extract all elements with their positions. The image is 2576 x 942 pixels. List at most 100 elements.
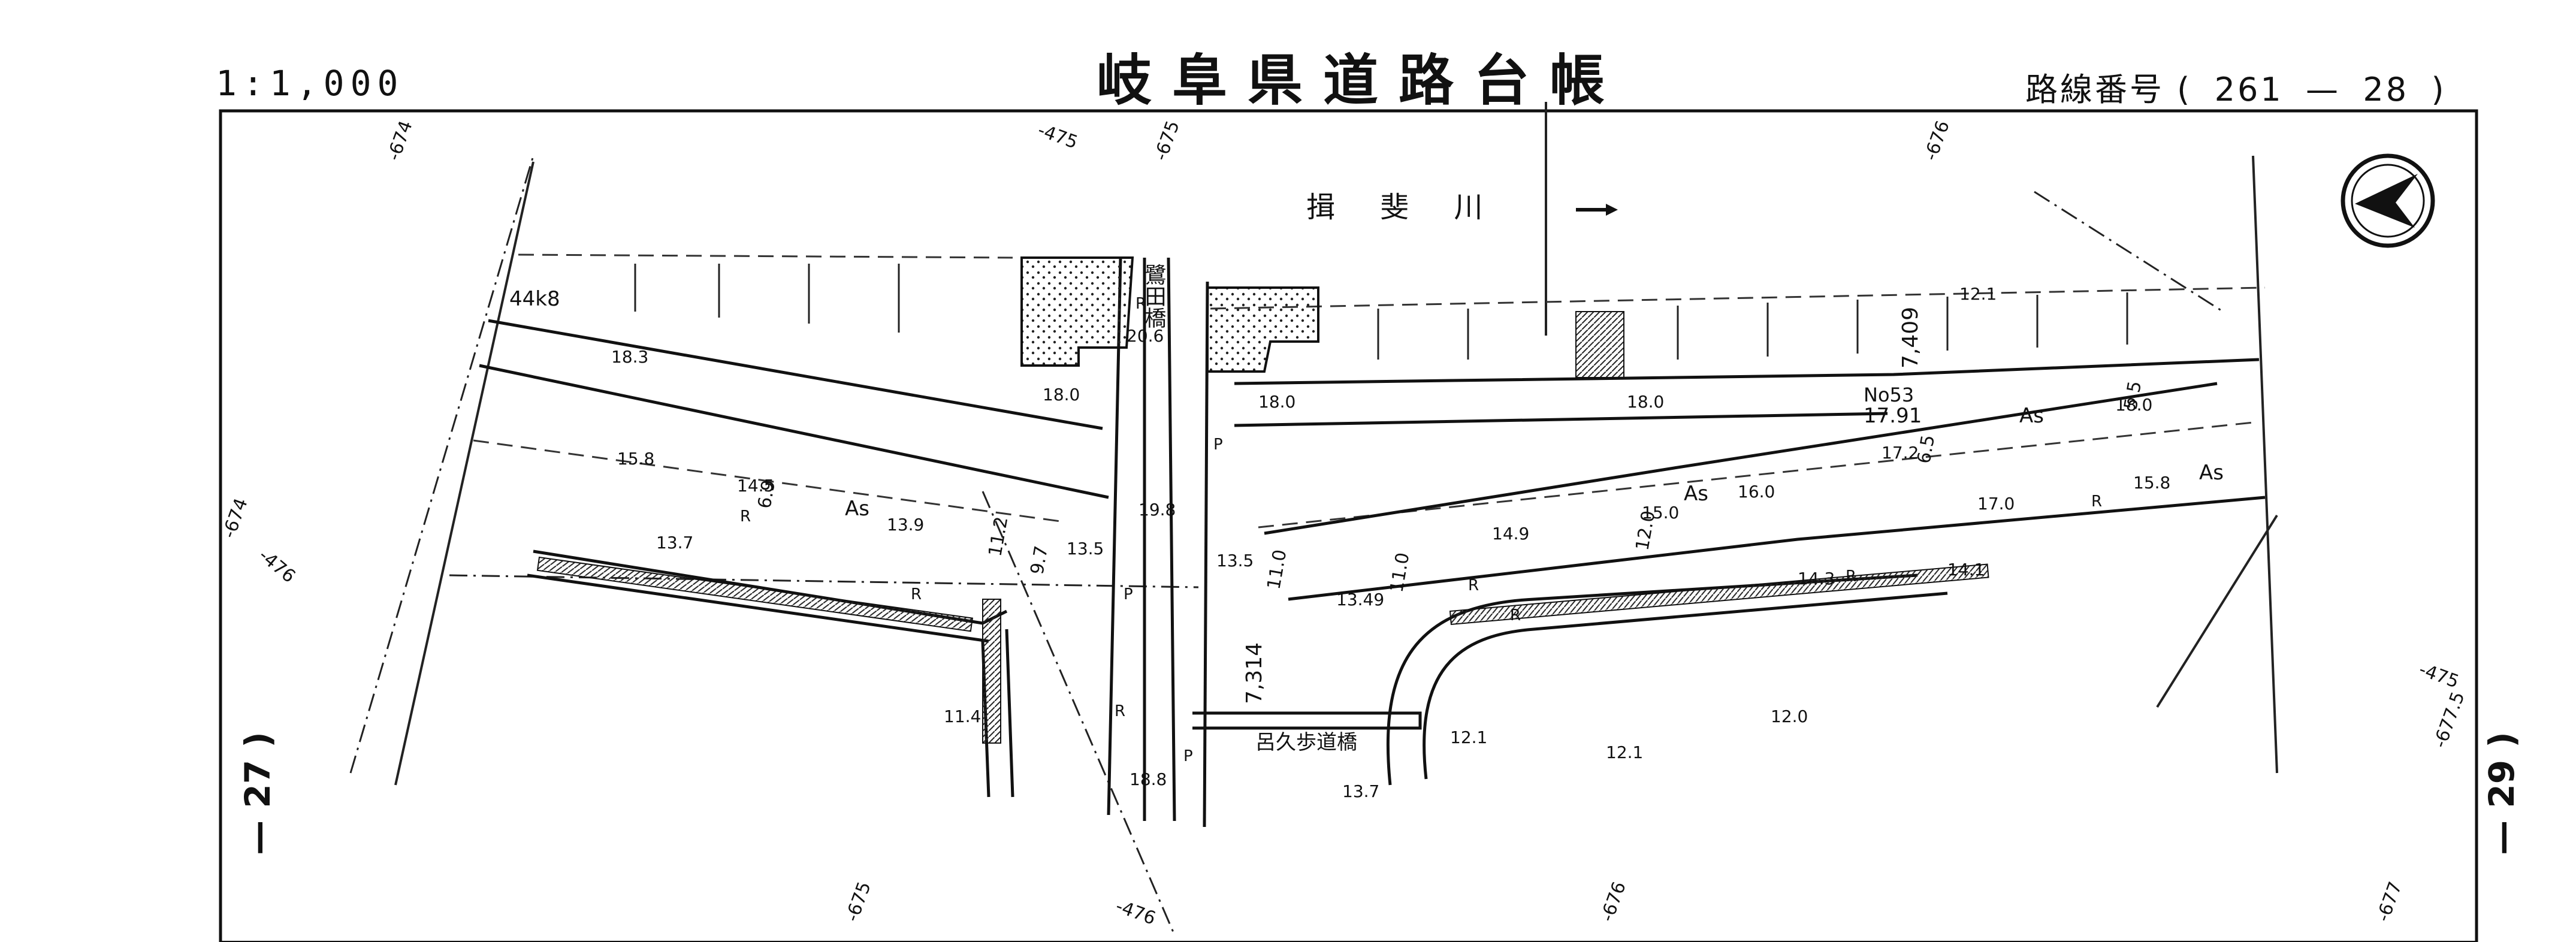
marker: R xyxy=(2091,493,2102,511)
spot-height: 13.7 xyxy=(1342,781,1379,801)
section-line xyxy=(982,491,1176,935)
road-edge xyxy=(488,319,1103,430)
spot-height: 18.8 xyxy=(1130,769,1167,789)
map-scale: 1:1,000 xyxy=(216,63,404,104)
spot-height: 19.8 xyxy=(1138,500,1176,520)
grid-label: -675 xyxy=(1150,118,1184,164)
spot-height: 12.1 xyxy=(1606,742,1643,762)
spot-height: 13.7 xyxy=(656,533,693,552)
grid-label: -677.5 xyxy=(2430,689,2469,751)
spot-height: 13.5 xyxy=(1067,539,1104,558)
spot-height: 13.49 xyxy=(1336,590,1384,609)
road-width: 12.0 xyxy=(1632,509,1659,552)
grid-label: -475 xyxy=(1035,120,1080,153)
grid-label: -674 xyxy=(383,118,417,164)
bridge-abutment-left xyxy=(1020,256,1134,367)
marker: R xyxy=(1468,576,1479,594)
stair-structure xyxy=(1575,311,1624,378)
bridge-edge xyxy=(1107,257,1122,816)
spot-height: 14.3 xyxy=(1798,569,1835,588)
sheet-boundary-line xyxy=(349,155,534,774)
section-line xyxy=(2034,191,2224,313)
map-frame xyxy=(219,109,2478,942)
road-width: 11.0 xyxy=(1263,548,1291,591)
spot-height: 18.0 xyxy=(1043,385,1080,404)
route-minor: 28 xyxy=(2363,71,2409,108)
station-number: No53 xyxy=(1864,384,1914,406)
spot-height: 18.0 xyxy=(2115,395,2152,415)
river-label: 揖 斐 川 xyxy=(1306,191,1501,224)
curved-road xyxy=(1386,573,1918,786)
spot-height: 17.0 xyxy=(1977,494,2015,514)
road-edge xyxy=(1234,358,2260,385)
spot-height: 12.1 xyxy=(1450,727,1487,747)
road-edge xyxy=(1264,382,2218,535)
spot-height: 13.9 xyxy=(887,515,924,535)
km-post: 44k8 xyxy=(509,287,560,311)
marker: P xyxy=(1124,585,1133,603)
spot-height: 14.1 xyxy=(1947,560,1985,579)
side-road-line xyxy=(2156,514,2278,708)
spot-height: 20.6 xyxy=(1127,326,1164,346)
grid-label: -676 xyxy=(1597,879,1630,925)
spot-height: 14.5 xyxy=(737,476,774,496)
spot-height: 18.3 xyxy=(611,347,648,367)
spot-height: 12.0 xyxy=(1771,707,1808,726)
spot-height: 15.8 xyxy=(2133,473,2170,493)
spot-height: 15.0 xyxy=(1642,503,1679,523)
marker: R xyxy=(1846,567,1856,585)
route-number: 路線番号 ( 261 — 28 ) xyxy=(2025,63,2447,110)
levee-toe-line xyxy=(473,439,1061,523)
right-edge-road-line xyxy=(2252,155,2278,774)
grid-label: -676 xyxy=(1920,118,1954,164)
road-width: 5.5 xyxy=(2120,379,2146,411)
spot-height: 18.0 xyxy=(1258,392,1295,412)
spot-height: 15.8 xyxy=(617,449,654,469)
grid-label: -674 xyxy=(219,496,252,541)
spot-height: 16.0 xyxy=(1738,482,1775,502)
surface-label: As xyxy=(2199,461,2224,485)
bridge-abutment-right xyxy=(1206,286,1319,373)
grid-label: -677 xyxy=(2373,879,2406,925)
spot-height: 18.0 xyxy=(1627,392,1664,412)
road-edge xyxy=(1288,496,2266,601)
road-width: 6.9 xyxy=(754,478,780,510)
retaining-wall xyxy=(982,599,1001,744)
road-edge xyxy=(479,364,1109,499)
section-line xyxy=(449,574,1199,588)
grid-label: -476 xyxy=(1113,896,1158,929)
grid-label: -475 xyxy=(2416,659,2462,693)
route-major: 261 xyxy=(2214,71,2284,108)
route-dash: — xyxy=(2306,71,2341,108)
spot-height: 11.4 xyxy=(944,707,981,726)
road-width: 6.5 xyxy=(1913,433,1939,465)
north-arrow-icon xyxy=(2341,153,2435,248)
marker: P xyxy=(1183,747,1193,765)
marker: R xyxy=(740,508,751,526)
spot-height: 14.9 xyxy=(1492,524,1529,544)
marker: R xyxy=(1136,295,1146,313)
road-edge xyxy=(1234,412,1888,427)
levee-line xyxy=(518,253,1013,259)
levee-line xyxy=(1210,286,2266,310)
river-flow-arrow-icon xyxy=(1576,204,1618,216)
road-width: 11.0 xyxy=(1386,551,1414,594)
footbridge-outline xyxy=(1192,711,1422,730)
bridge-edge xyxy=(1167,257,1176,822)
grid-label: -675 xyxy=(842,879,875,925)
surface-label: As xyxy=(845,497,869,521)
left-edge-road-line xyxy=(394,161,534,786)
lower-left-road xyxy=(527,573,989,643)
marker: P xyxy=(1213,436,1223,454)
marker: R xyxy=(1115,702,1125,720)
route-open-paren: ( xyxy=(2177,71,2193,108)
road-width: 9.7 xyxy=(1026,544,1052,576)
retaining-wall xyxy=(1449,563,1989,625)
bridge-name-top: 鷺田橋 xyxy=(1141,264,1166,328)
spot-height: 12.1 xyxy=(1959,284,1997,304)
map-sheet-title: 岐阜県道路台帳 xyxy=(1097,48,1626,113)
spot-height: 13.5 xyxy=(1216,551,1254,570)
spot-height: 17.2 xyxy=(1882,443,1919,463)
marker: R xyxy=(911,585,922,603)
